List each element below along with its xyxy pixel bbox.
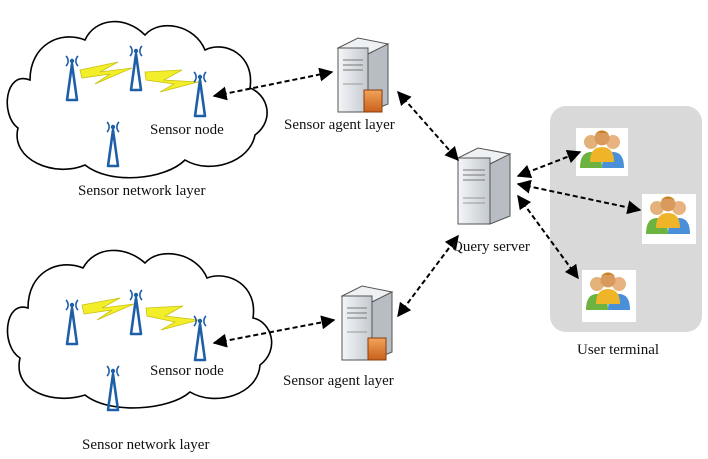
user-group-icon bbox=[576, 128, 628, 176]
lightning-icon bbox=[81, 297, 135, 321]
sensor-agent-server-icon bbox=[340, 285, 394, 361]
lightning-icon bbox=[145, 305, 200, 331]
sensor-network-layer-label: Sensor network layer bbox=[82, 437, 210, 453]
user-group-icon bbox=[642, 194, 696, 244]
sensor-antenna-icon bbox=[193, 315, 207, 362]
query-server-icon bbox=[456, 147, 512, 225]
sensor-antenna-icon bbox=[106, 121, 120, 168]
sensor-node-label: Sensor node bbox=[150, 122, 224, 138]
sensor-antenna-icon bbox=[65, 55, 79, 102]
connection-arrow bbox=[516, 179, 642, 215]
connection-arrow bbox=[517, 194, 579, 280]
sensor-network-layer-label: Sensor network layer bbox=[78, 183, 206, 199]
query-server-label: Query server bbox=[452, 239, 530, 255]
cloud-top bbox=[6, 20, 268, 179]
sensor-antenna-icon bbox=[129, 45, 143, 92]
lightning-icon bbox=[79, 61, 133, 85]
sensor-antenna-icon bbox=[129, 289, 143, 336]
sensor-agent-server-icon bbox=[336, 37, 390, 113]
sensor-antenna-icon bbox=[65, 299, 79, 346]
connection-arrow bbox=[397, 234, 459, 318]
user-group-icon bbox=[582, 270, 636, 322]
connection-arrow bbox=[397, 90, 459, 162]
sensor-node-label: Sensor node bbox=[150, 363, 224, 379]
sensor-antenna-icon bbox=[193, 71, 207, 118]
connection-arrow bbox=[212, 67, 334, 101]
lightning-icon bbox=[144, 69, 199, 93]
connection-arrow bbox=[212, 315, 336, 348]
connection-arrow bbox=[516, 150, 582, 178]
sensor-antenna-icon bbox=[106, 365, 120, 412]
sensor-agent-layer-label: Sensor agent layer bbox=[284, 117, 395, 133]
user-terminal-label: User terminal bbox=[577, 342, 660, 358]
sensor-agent-layer-label: Sensor agent layer bbox=[283, 373, 394, 389]
